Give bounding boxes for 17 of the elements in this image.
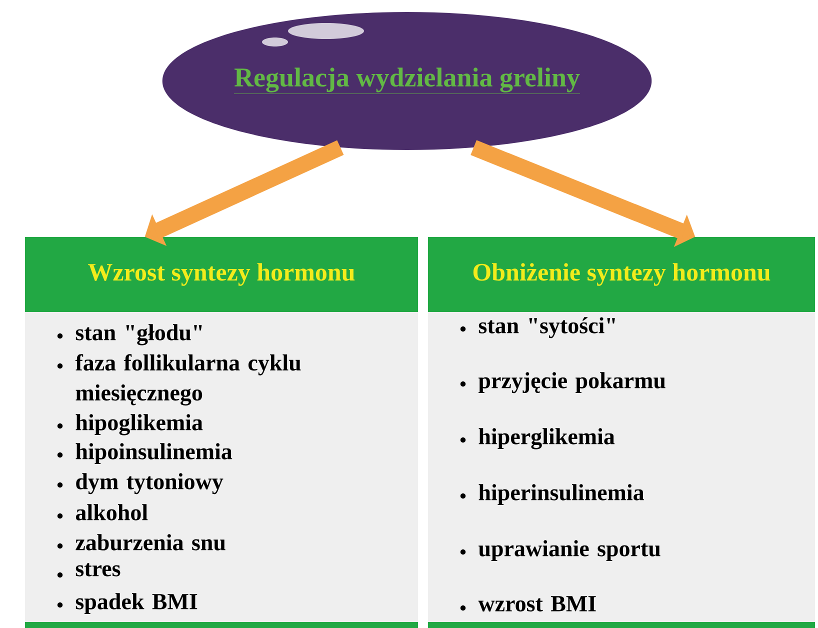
header-box: Obniżenie syntezy hormonu	[428, 236, 815, 312]
list-item: alkohol	[76, 504, 148, 520]
list-item: stan "sytości"	[478, 317, 615, 338]
list-item: stres	[76, 563, 120, 576]
list-item: hiperglikemia	[478, 428, 615, 450]
list-item: hipoinsulinemia	[76, 443, 232, 464]
list-item: wzrost BMI	[478, 596, 596, 612]
list-item: stan "głodu"	[76, 324, 202, 346]
header-box: Wzrost syntezy hormonu	[25, 236, 418, 312]
list-item: spadek BMI	[76, 593, 198, 614]
list-item: zaburzenia snu	[76, 534, 226, 550]
list-item: uprawianie sportu	[478, 540, 660, 562]
list-item: przyjęcie pokarmu	[478, 372, 666, 394]
list-item: hipoglikemia	[76, 414, 203, 436]
ellipse-node: Regulacja wydzielania greliny	[162, 12, 652, 150]
list-item: hiperinsulinemia	[478, 484, 644, 506]
list-item: dym tytoniowy	[76, 473, 224, 494]
